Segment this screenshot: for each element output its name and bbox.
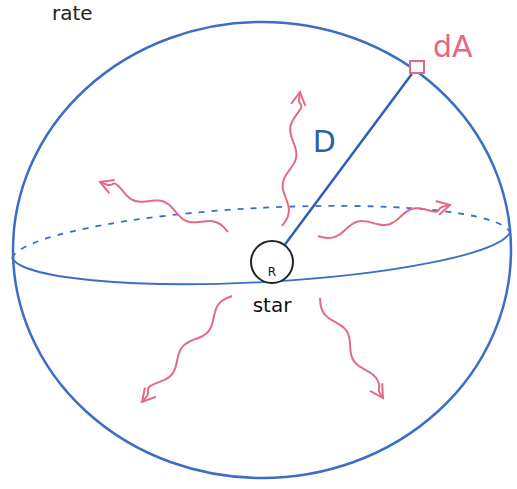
radiation-ray <box>142 296 232 402</box>
ray-arrowhead <box>291 92 305 106</box>
radiation-ray <box>100 182 228 232</box>
distance-label: D <box>311 125 338 158</box>
rate-label: rate <box>52 2 93 24</box>
distance-line <box>285 74 412 244</box>
star-circle: Rstar <box>250 240 294 284</box>
area-element: dA <box>409 60 425 74</box>
star-label: star <box>251 294 294 316</box>
radiation-rays <box>100 92 450 402</box>
radiation-ray <box>282 92 301 226</box>
equator-front <box>12 232 510 284</box>
sphere-outline <box>13 22 511 478</box>
radius-label: R <box>268 266 276 279</box>
ray-arrowhead <box>100 180 115 193</box>
radiation-ray <box>320 298 383 398</box>
radiation-ray <box>318 205 450 238</box>
area-label: dA <box>433 30 473 63</box>
ray-arrowhead <box>142 387 156 402</box>
ray-arrowhead <box>436 201 450 215</box>
ray-arrowhead <box>370 383 383 398</box>
